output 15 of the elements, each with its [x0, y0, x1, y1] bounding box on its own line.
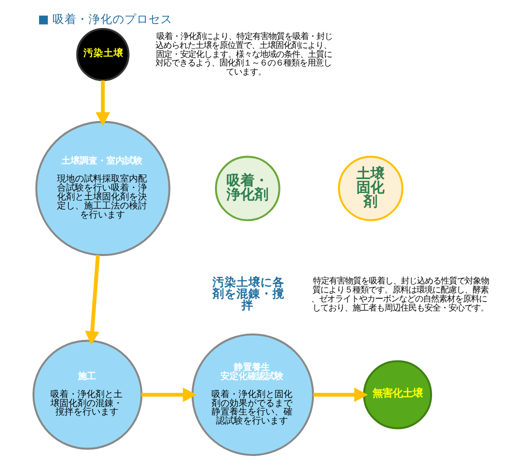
- label: 汚染土壌に各剤を混錬・撹拌: [212, 275, 284, 312]
- arrow: [95, 80, 110, 126]
- node-circle: 土壌調査・室内試験 現地の試料採取室内配合試験を行い吸着・浄化剤と土壌固化剤を決定し、施工工法の検討を行います: [34, 120, 170, 256]
- node-circle: 吸着・浄化剤: [214, 156, 280, 222]
- node-circle: 土壌固化剤: [338, 156, 403, 222]
- arrow: [140, 388, 196, 402]
- label: 特定有害物質を吸着し、封じ込める性質で対象物質により５種類です。原料は環境に配慮し、酵素、ゼオライトやカーボンなどの自然素材を原料にしており、施工者も周辺住民も安全・安心です。: [310, 275, 488, 312]
- node-circle: 無害化土壌: [362, 360, 432, 430]
- arrow: [84, 254, 100, 345]
- diagram-title: ■ 吸着・浄化のプロセス: [38, 12, 172, 26]
- node-circle: 静置養生安定化確認試験 吸着・浄化剤と固化剤の効果がでるまで静置養生を行い、確認試験を行います: [191, 334, 314, 456]
- node-circle: 汚染土壌: [76, 28, 129, 82]
- arrow: [312, 388, 368, 402]
- node-circle: 施工 吸着・浄化剤と土壌固化剤の混錬・撹拌を行います: [32, 340, 142, 450]
- label: 吸着・浄化剤により、特定有害物質を吸着・封じ込められた土壌を原位置で、土壌固化剤により、固定・安定化します。様々な地域の条件、土質に対応できるよう、固化剤１～６の６種類を用意しています。: [154, 30, 332, 77]
